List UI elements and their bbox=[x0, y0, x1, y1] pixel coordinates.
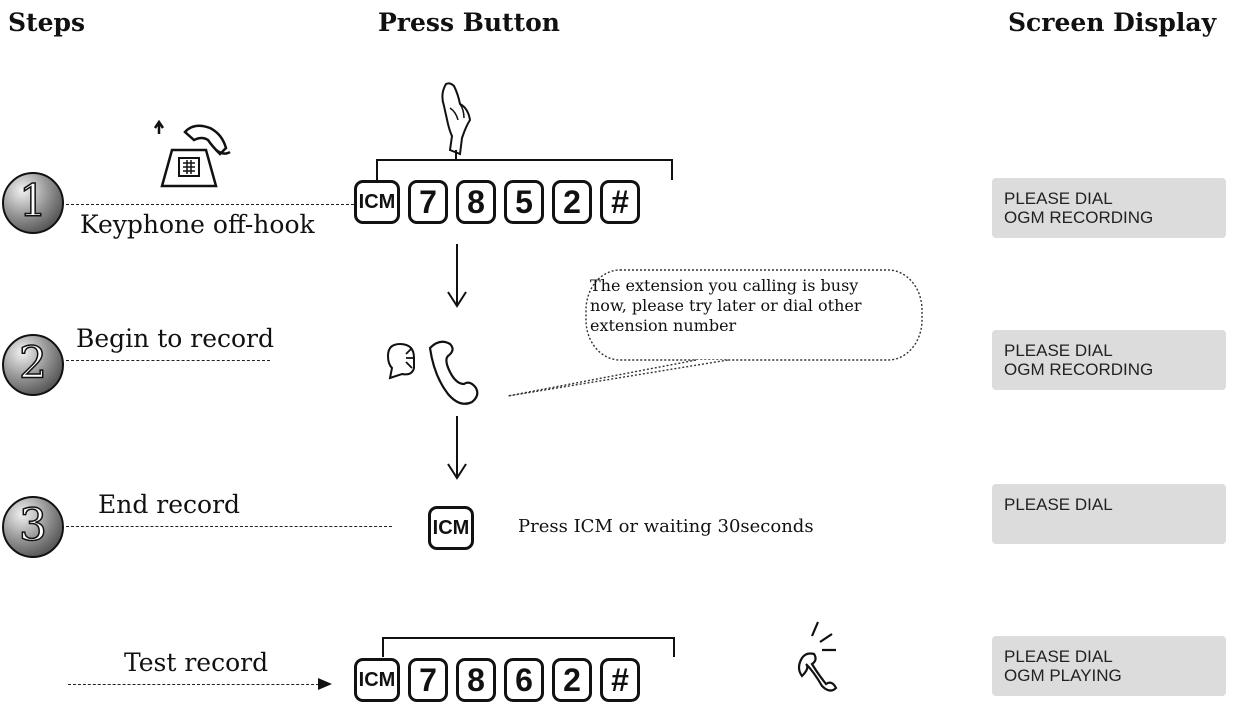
key-icm[interactable]: ICM bbox=[354, 180, 400, 224]
screen-line: OGM RECORDING bbox=[1004, 360, 1154, 379]
key-hash[interactable]: # bbox=[600, 658, 640, 702]
key-icm[interactable]: ICM bbox=[354, 658, 400, 702]
key-7[interactable]: 7 bbox=[408, 180, 448, 224]
key-hash[interactable]: # bbox=[600, 180, 640, 224]
bubble-line: now, please try later or dial other bbox=[590, 296, 862, 315]
step-3-note: Press ICM or waiting 30seconds bbox=[518, 516, 814, 537]
key-6[interactable]: 6 bbox=[504, 658, 544, 702]
bubble-line: The extension you calling is busy bbox=[590, 276, 859, 295]
step-1-leader-line bbox=[66, 204, 354, 205]
key-bracket-right bbox=[671, 159, 673, 180]
test-record-label: Test record bbox=[124, 648, 269, 677]
key-8[interactable]: 8 bbox=[456, 658, 496, 702]
down-arrow-icon bbox=[447, 244, 467, 308]
key-2[interactable]: 2 bbox=[552, 180, 592, 224]
key-bracket-left bbox=[382, 637, 384, 657]
key-icm[interactable]: ICM bbox=[428, 506, 474, 550]
step-2-label: Begin to record bbox=[76, 324, 275, 353]
screen-line: PLEASE DIAL bbox=[1004, 341, 1113, 360]
key-bracket-top bbox=[382, 637, 675, 639]
down-arrow-icon bbox=[447, 416, 467, 480]
header-steps: Steps bbox=[8, 8, 86, 37]
key-bracket-top bbox=[376, 159, 673, 161]
header-screen-display: Screen Display bbox=[1008, 8, 1217, 37]
phone-off-hook-icon bbox=[153, 119, 231, 188]
screen-line: PLEASE DIAL bbox=[1004, 647, 1113, 666]
step-1-label: Keyphone off-hook bbox=[80, 210, 315, 239]
bubble-line: extension number bbox=[590, 316, 737, 335]
screen-line: PLEASE DIAL bbox=[1004, 495, 1113, 514]
screen-display-step-2: PLEASE DIAL OGM RECORDING bbox=[992, 330, 1226, 390]
screen-line: PLEASE DIAL bbox=[1004, 189, 1113, 208]
key-8[interactable]: 8 bbox=[456, 180, 496, 224]
screen-display-step-3: PLEASE DIAL bbox=[992, 484, 1226, 544]
right-arrow-icon bbox=[318, 678, 332, 690]
hand-press-icon bbox=[441, 82, 472, 156]
key-bracket-stem bbox=[455, 150, 457, 161]
speaking-into-handset-icon bbox=[386, 340, 479, 405]
key-7[interactable]: 7 bbox=[408, 658, 448, 702]
screen-display-step-1: PLEASE DIAL OGM RECORDING bbox=[992, 178, 1226, 238]
speech-bubble-text: The extension you calling is busy now, p… bbox=[590, 276, 920, 336]
screen-line: OGM RECORDING bbox=[1004, 208, 1154, 227]
screen-display-test-record: PLEASE DIAL OGM PLAYING bbox=[992, 636, 1226, 696]
step-3-badge: 3 bbox=[2, 496, 64, 558]
screen-line: OGM PLAYING bbox=[1004, 666, 1122, 685]
key-bracket-left bbox=[376, 159, 378, 180]
test-record-leader-line bbox=[68, 684, 324, 685]
speech-bubble-outline bbox=[507, 269, 923, 397]
step-3-label: End record bbox=[98, 490, 241, 519]
step-1-badge: 1 bbox=[2, 172, 64, 234]
step-2-leader-line bbox=[66, 360, 270, 361]
key-5[interactable]: 5 bbox=[504, 180, 544, 224]
key-bracket-right bbox=[673, 637, 675, 657]
step-3-leader-line bbox=[66, 526, 392, 527]
key-2[interactable]: 2 bbox=[552, 658, 592, 702]
ringing-handset-icon bbox=[797, 621, 838, 692]
step-2-badge: 2 bbox=[2, 334, 64, 396]
header-press-button: Press Button bbox=[378, 8, 560, 37]
